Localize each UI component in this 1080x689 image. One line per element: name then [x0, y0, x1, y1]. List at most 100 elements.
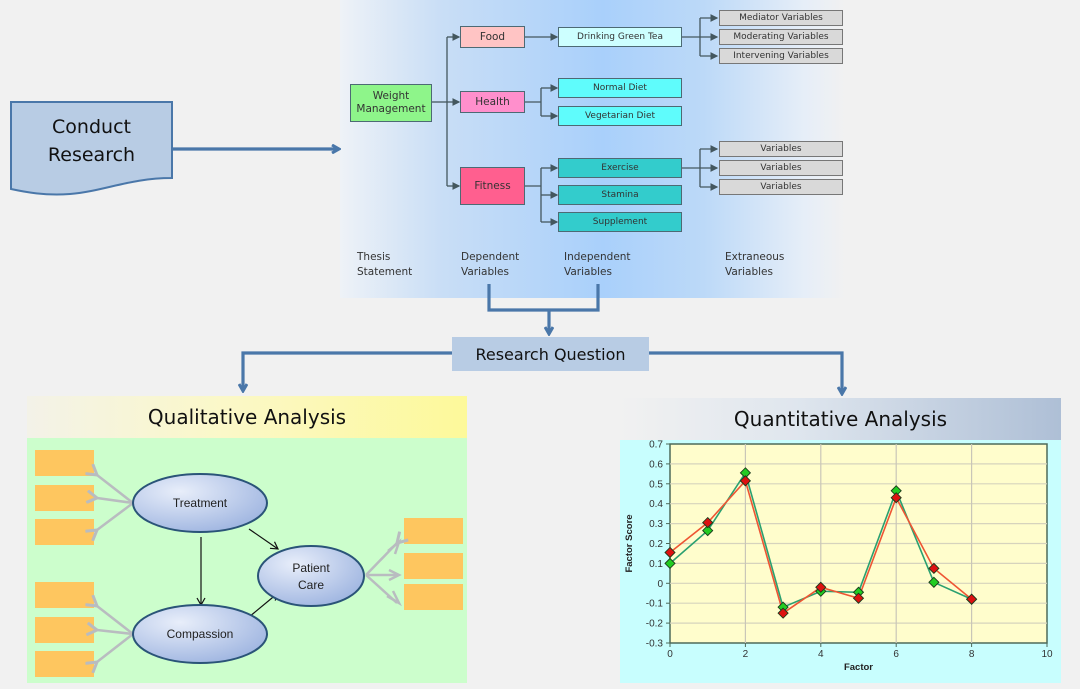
indicator-box: [404, 553, 463, 579]
extraneous-l2: Variables: [725, 266, 773, 278]
research-question-box: Research Question: [452, 337, 649, 371]
indicator-box: [35, 582, 94, 608]
intervening-label: Intervening Variables: [733, 50, 829, 61]
indicator-box: [35, 485, 94, 511]
mediator-label: Mediator Variables: [739, 12, 823, 23]
exercise-label: Exercise: [601, 162, 639, 173]
extraneous-box-mediator: Mediator Variables: [719, 10, 843, 26]
dependent-box-health: Health: [460, 91, 525, 113]
independent-box-stamina: Stamina: [558, 185, 682, 205]
research-question-label: Research Question: [475, 344, 626, 364]
grid-lines: [670, 444, 1047, 643]
conduct-line1: Conduct: [52, 116, 131, 138]
flow-arrows: [173, 149, 842, 393]
indicator-box: [35, 450, 94, 476]
x-axis-label: Factor: [844, 662, 873, 673]
indicator-box: [404, 518, 463, 544]
data-point-red: [852, 592, 865, 604]
conduct-line2: Research: [47, 144, 136, 166]
conduct-research-label: Conduct Research: [10, 113, 173, 169]
independent-box-green-tea: Drinking Green Tea: [558, 27, 682, 47]
food-label: Food: [479, 30, 506, 43]
independent-box-exercise: Exercise: [558, 158, 682, 178]
variables-label-2: Variables: [760, 162, 802, 173]
treatment-node: [132, 473, 268, 533]
quantitative-title: Quantitative Analysis: [733, 407, 948, 431]
y-tick-label: 0.1: [649, 559, 663, 570]
compassion-label: Compassion: [167, 627, 234, 641]
data-point-red: [815, 581, 827, 593]
qualitative-model: Treatment Compassion Patient Care: [27, 438, 467, 683]
thesis-l1: Thesis: [357, 251, 391, 263]
indicator-box: [35, 617, 94, 643]
qualitative-title: Qualitative Analysis: [147, 405, 347, 429]
data-point-red: [664, 546, 676, 559]
compassion-node: [132, 604, 268, 664]
x-tick-label: 4: [818, 649, 824, 660]
independent-box-supplement: Supplement: [558, 212, 682, 232]
y-axis-ticks: 0.70.60.50.40.30.20.10-0.1-0.2-0.3: [646, 440, 670, 650]
patient-care-node: [257, 545, 365, 607]
data-point-red: [965, 593, 978, 605]
qualitative-panel: Treatment Compassion Patient Care: [27, 438, 467, 683]
conduct-research-shape: [10, 101, 173, 196]
dependent-box-food: Food: [460, 26, 525, 48]
x-tick-label: 0: [667, 649, 673, 660]
y-tick-label: 0: [657, 579, 663, 590]
extraneous-box-variables-3: Variables: [719, 179, 843, 195]
data-point-green: [928, 576, 940, 588]
bracket-dependent-independent: [487, 284, 600, 312]
normal-diet-label: Normal Diet: [593, 82, 647, 93]
y-tick-label: -0.2: [646, 619, 664, 630]
supplement-label: Supplement: [592, 216, 648, 227]
arrow-to-quantitative: [649, 351, 842, 393]
patient-care-label-2: Care: [298, 578, 324, 592]
independent-l1: Independent: [564, 251, 631, 263]
extraneous-box-variables-2: Variables: [719, 160, 843, 176]
indicator-box: [35, 519, 94, 545]
green-tea-label: Drinking Green Tea: [577, 31, 663, 42]
quantitative-header: Quantitative Analysis: [620, 398, 1061, 440]
y-tick-label: 0.6: [649, 459, 663, 470]
arrow-to-qualitative: [243, 351, 452, 390]
y-tick-label: -0.1: [646, 599, 664, 610]
data-point-red: [739, 475, 752, 487]
y-tick-label: 0.4: [649, 499, 663, 510]
moderating-label: Moderating Variables: [733, 31, 829, 42]
independent-box-normal-diet: Normal Diet: [558, 78, 682, 98]
variables-label-1: Variables: [760, 143, 802, 154]
indicator-box: [404, 584, 463, 610]
data-point-red: [702, 516, 714, 529]
y-tick-label: 0.5: [649, 479, 663, 490]
y-tick-label: 0.7: [649, 440, 663, 451]
x-tick-label: 10: [1041, 649, 1053, 660]
dependent-l2: Variables: [461, 266, 509, 278]
extraneous-box-variables-1: Variables: [719, 141, 843, 157]
treatment-label: Treatment: [173, 496, 228, 510]
patient-care-label-1: Patient: [292, 561, 330, 575]
extraneous-box-intervening: Intervening Variables: [719, 48, 843, 64]
root-line1: Weight: [372, 90, 410, 103]
health-label: Health: [475, 95, 510, 108]
y-axis-label: Factor Score: [624, 514, 635, 572]
x-tick-label: 6: [893, 649, 899, 660]
series-layer: [664, 467, 978, 619]
indicator-box: [35, 651, 94, 677]
thesis-connectors: [432, 14, 719, 226]
data-point-red: [890, 492, 902, 504]
independent-l2: Variables: [564, 266, 612, 278]
data-point-green: [702, 524, 714, 537]
data-point-red: [777, 607, 789, 619]
indicator-arrows: [97, 475, 397, 662]
variables-label-3: Variables: [760, 181, 802, 192]
x-tick-label: 2: [743, 649, 749, 660]
thesis-l2: Statement: [357, 266, 413, 278]
stamina-label: Stamina: [601, 189, 639, 200]
